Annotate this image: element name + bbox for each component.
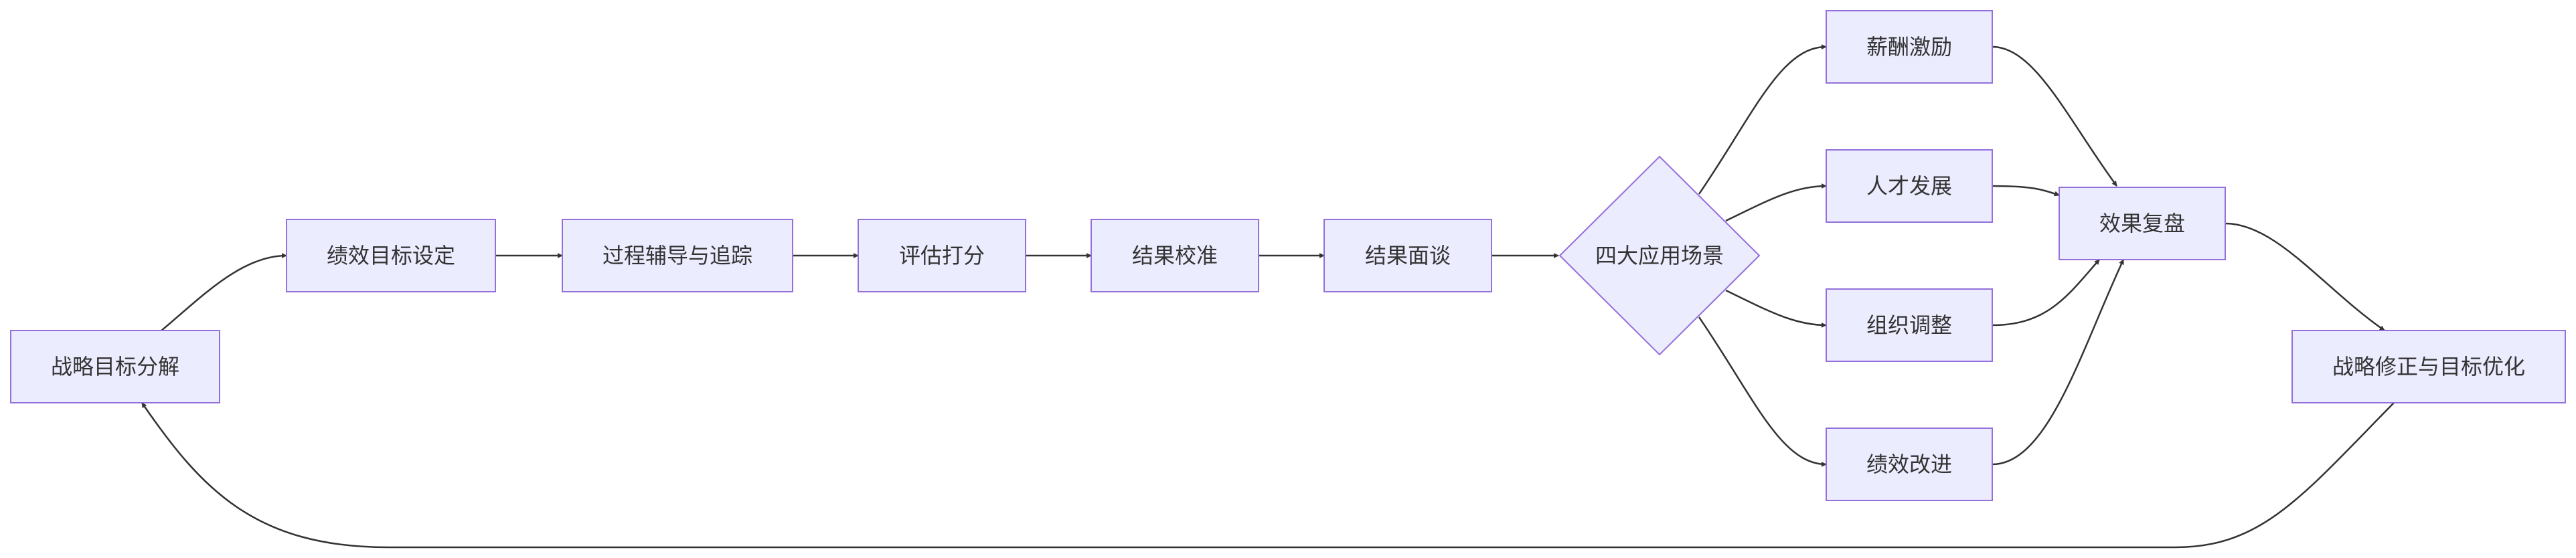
node-coaching-tracking-label: 过程辅导与追踪 — [602, 243, 752, 268]
node-talent-dev-box — [1826, 149, 1993, 223]
node-four-scenarios: 四大应用场景 — [1558, 155, 1761, 356]
edge-four-scenarios-to-compensation — [1698, 44, 1827, 195]
node-scoring: 评估打分 — [858, 219, 1026, 292]
edge-four-scenarios-to-perf-improve — [1698, 316, 1827, 467]
node-talent-dev: 人才发展 — [1826, 149, 1993, 223]
edge-strategy-optimize-to-strategy-decompose — [141, 402, 2395, 549]
node-interview-box — [1323, 219, 1492, 292]
node-calibration: 结果校准 — [1091, 219, 1259, 292]
edge-talent-dev-to-review — [1992, 185, 2060, 197]
node-talent-dev-label: 人才发展 — [1866, 173, 1952, 199]
node-review-box — [2059, 187, 2226, 260]
nodes: 战略目标分解 绩效目标设定 过程辅导与追踪 评估打分 结果校准 结果面谈 四大应… — [10, 10, 2566, 501]
node-strategy-optimize-label: 战略修正与目标优化 — [2332, 354, 2525, 379]
node-org-adjust-box — [1826, 288, 1993, 362]
node-perf-improve: 绩效改进 — [1826, 428, 1993, 501]
edge-org-adjust-to-review — [1992, 259, 2100, 327]
node-strategy-decompose-box — [10, 330, 220, 403]
node-perf-improve-box — [1826, 428, 1993, 501]
node-interview-label: 结果面谈 — [1365, 243, 1451, 268]
node-calibration-label: 结果校准 — [1132, 243, 1218, 268]
node-org-adjust-label: 组织调整 — [1866, 312, 1952, 338]
node-scoring-label: 评估打分 — [899, 243, 985, 268]
node-goal-setting-box — [286, 219, 496, 292]
node-compensation: 薪酬激励 — [1826, 10, 1993, 84]
edge-compensation-to-review — [1992, 45, 2118, 187]
node-coaching-tracking-box — [562, 219, 793, 292]
edge-four-scenarios-to-org-adjust — [1725, 289, 1827, 328]
edge-four-scenarios-to-talent-dev — [1725, 183, 1827, 222]
node-review-label: 效果复盘 — [2099, 211, 2185, 236]
edge-perf-improve-to-review — [1992, 259, 2125, 466]
node-four-scenarios-diamond — [1558, 155, 1761, 356]
edge-strategy-decompose-to-goal-setting — [160, 253, 287, 332]
node-strategy-decompose: 战略目标分解 — [10, 330, 220, 403]
node-calibration-box — [1091, 219, 1259, 292]
edge-review-to-strategy-optimize — [2225, 222, 2385, 332]
node-compensation-box — [1826, 10, 1993, 84]
node-review: 效果复盘 — [2059, 187, 2226, 260]
edges — [141, 44, 2395, 549]
node-scoring-box — [858, 219, 1026, 292]
node-goal-setting: 绩效目标设定 — [286, 219, 496, 292]
node-perf-improve-label: 绩效改进 — [1866, 452, 1952, 477]
node-strategy-optimize-box — [2291, 330, 2566, 403]
node-compensation-label: 薪酬激励 — [1866, 34, 1952, 60]
node-goal-setting-label: 绩效目标设定 — [327, 243, 455, 268]
node-strategy-decompose-label: 战略目标分解 — [51, 354, 179, 379]
node-org-adjust: 组织调整 — [1826, 288, 1993, 362]
node-four-scenarios-label: 四大应用场景 — [1595, 243, 1724, 268]
node-coaching-tracking: 过程辅导与追踪 — [562, 219, 793, 292]
node-interview: 结果面谈 — [1323, 219, 1492, 292]
node-strategy-optimize: 战略修正与目标优化 — [2291, 330, 2566, 403]
